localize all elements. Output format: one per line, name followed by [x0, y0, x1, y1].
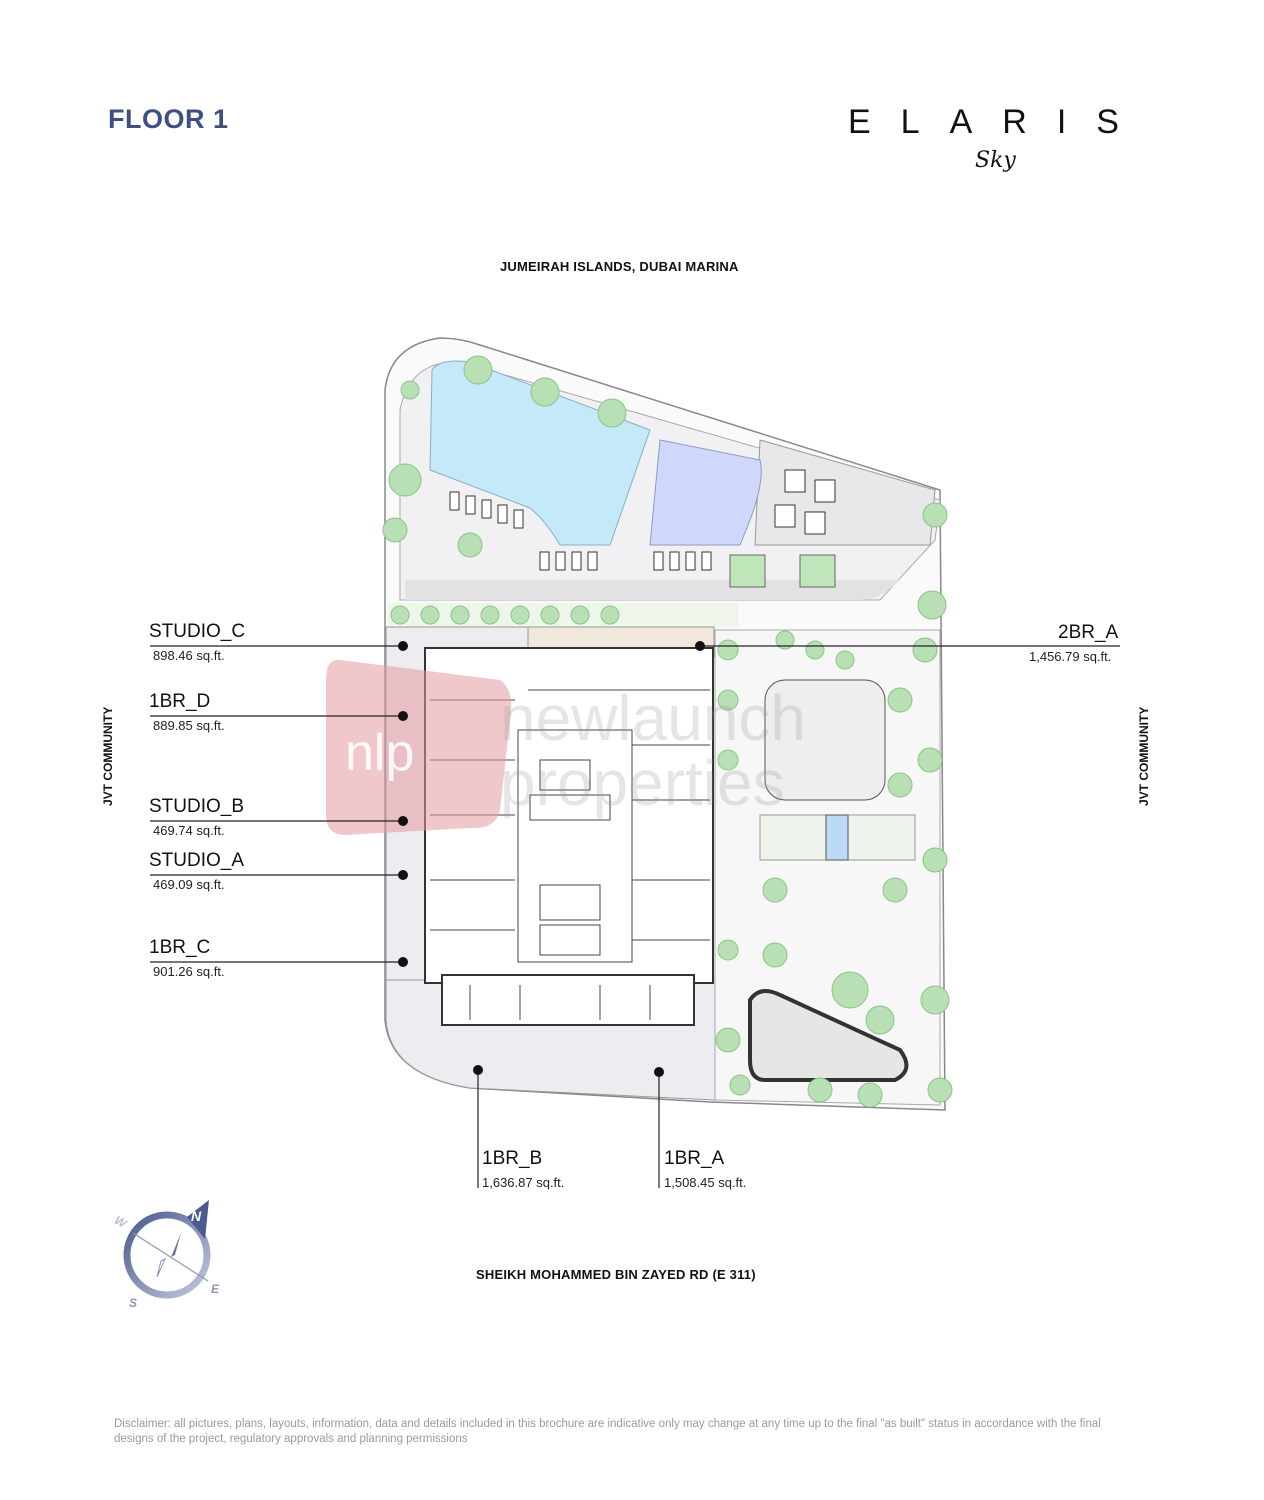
- unit-name-studio-b: STUDIO_B: [149, 796, 245, 817]
- watermark: [326, 659, 512, 835]
- unit-name-1br-c: 1BR_C: [149, 937, 211, 958]
- unit-area-2br-a: 1,456.79 sq.ft.: [1029, 649, 1112, 664]
- svg-text:properties: properties: [500, 747, 785, 819]
- compass-e: E: [211, 1282, 220, 1296]
- kids-pool: [649, 439, 762, 546]
- compass-w: W: [112, 1213, 130, 1232]
- unit-name-1br-a: 1BR_A: [664, 1148, 725, 1169]
- road-south-label: SHEIKH MOHAMMED BIN ZAYED RD (E 311): [476, 1267, 756, 1282]
- swimming-pool: [429, 360, 651, 546]
- unit-area-studio-a: 469.09 sq.ft.: [153, 877, 225, 892]
- unit-name-studio-a: STUDIO_A: [149, 850, 245, 871]
- svg-text:nlp: nlp: [345, 724, 414, 782]
- brand-logo-text: ELARIS: [848, 103, 1149, 141]
- unit-area-1br-d: 889.85 sq.ft.: [153, 718, 225, 733]
- road-north-label: JUMEIRAH ISLANDS, DUBAI MARINA: [500, 259, 739, 274]
- unit-name-studio-c: STUDIO_C: [149, 621, 246, 642]
- unit-area-1br-b: 1,636.87 sq.ft.: [482, 1175, 565, 1190]
- unit-area-1br-a: 1,508.45 sq.ft.: [664, 1175, 747, 1190]
- unit-area-studio-b: 469.74 sq.ft.: [153, 823, 225, 838]
- compass-n: N: [191, 1208, 202, 1224]
- floor-title: FLOOR 1: [108, 104, 229, 134]
- brand-sub-text: Sky: [975, 148, 1016, 173]
- unit-name-1br-b: 1BR_B: [482, 1148, 543, 1169]
- unit-name-1br-d: 1BR_D: [149, 691, 211, 712]
- compass-icon: N W E S: [112, 1200, 220, 1310]
- unit-area-1br-c: 901.26 sq.ft.: [153, 964, 225, 979]
- unit-name-2br-a: 2BR_A: [1058, 622, 1119, 643]
- disclaimer: Disclaimer: all pictures, plans, layouts…: [114, 1418, 1101, 1445]
- compass-s: S: [129, 1296, 137, 1310]
- unit-area-studio-c: 898.46 sq.ft.: [153, 648, 225, 663]
- watermark-text: newlaunch: [500, 682, 806, 754]
